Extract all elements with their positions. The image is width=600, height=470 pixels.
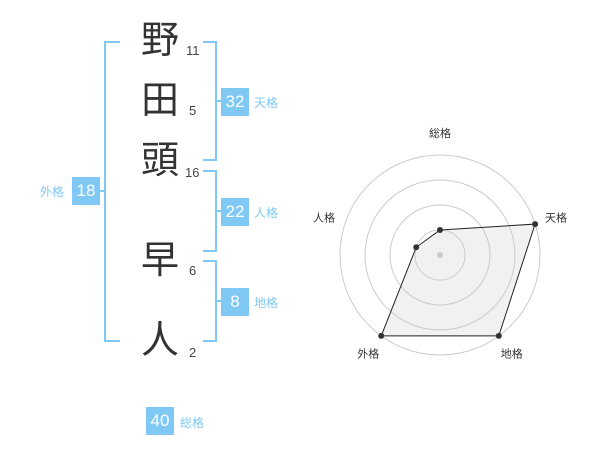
radar-point-2 bbox=[532, 221, 539, 228]
radar-point-4 bbox=[378, 332, 385, 339]
radar-axis-label-1: 総格 bbox=[429, 126, 451, 140]
soukaku-label: 総格 bbox=[180, 416, 205, 430]
soukaku-value-badge: 40 bbox=[146, 407, 174, 435]
name-char-5: 人 bbox=[140, 318, 179, 362]
radar-point-3 bbox=[495, 332, 502, 339]
radar-ring-4 bbox=[339, 154, 541, 356]
radar-axis-label-2: 天格 bbox=[545, 210, 567, 224]
radar-axis-label-3: 地格 bbox=[501, 347, 523, 361]
name-char-4: 早 bbox=[140, 238, 179, 282]
tenkaku-value-badge: 32 bbox=[221, 88, 249, 116]
stroke-count-3: 16 bbox=[185, 165, 200, 180]
gaikaku-value-badge: 18 bbox=[72, 177, 100, 205]
jinkaku-bracket-tick bbox=[215, 210, 221, 212]
gaikaku-label: 外格 bbox=[40, 185, 65, 199]
radar-value-polygon bbox=[380, 223, 536, 337]
gaikaku-bracket bbox=[104, 41, 120, 342]
stroke-count-1: 11 bbox=[186, 43, 200, 58]
jinkaku-label: 人格 bbox=[254, 206, 279, 220]
radar-axis-label-5: 人格 bbox=[313, 210, 335, 224]
radar-axis-label-4: 外格 bbox=[357, 347, 379, 361]
gaikaku-bracket-tick bbox=[100, 190, 106, 192]
chikaku-value-badge: 8 bbox=[221, 288, 249, 316]
radar-rings bbox=[339, 154, 541, 356]
chikaku-label: 地格 bbox=[254, 296, 279, 310]
radar-point-1 bbox=[437, 227, 443, 233]
chikaku-bracket-tick bbox=[215, 300, 221, 302]
stroke-count-2: 5 bbox=[189, 103, 197, 118]
tenkaku-label: 天格 bbox=[254, 96, 279, 110]
radar-ring-2 bbox=[389, 204, 491, 306]
radar-point-5 bbox=[413, 244, 420, 251]
name-char-1: 野 bbox=[140, 18, 179, 62]
stroke-count-5: 2 bbox=[189, 345, 197, 360]
radar-points bbox=[378, 221, 539, 339]
stroke-count-4: 6 bbox=[189, 263, 197, 278]
tenkaku-bracket-tick bbox=[215, 100, 221, 102]
jinkaku-value-badge: 22 bbox=[221, 198, 249, 226]
name-char-2: 田 bbox=[140, 78, 179, 122]
radar-center bbox=[437, 252, 443, 258]
radar-ring-3 bbox=[364, 179, 516, 331]
name-char-3: 頭 bbox=[140, 138, 179, 182]
